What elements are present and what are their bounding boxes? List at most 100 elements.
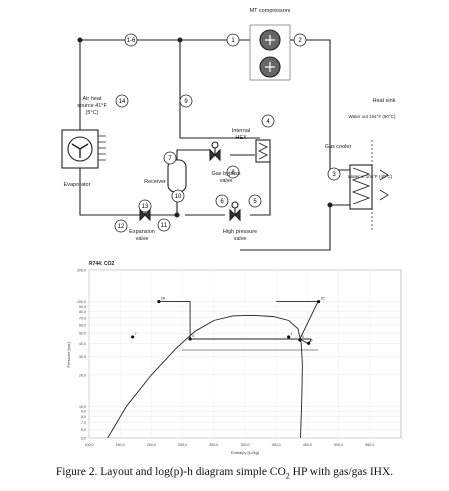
svg-text:1: 1 [231,38,235,44]
receiver-tank [167,159,187,193]
state-point-8: 8 [226,165,240,179]
chart-point [298,338,302,342]
gas-bypass-valve [209,141,221,162]
state-point-3: 3 [327,167,341,181]
state-point-1-6: 1-6 [124,33,138,47]
chart-y-tick-label: 100,0 [77,300,86,304]
svg-text:14: 14 [119,99,126,105]
label-internal-hex-2: HEX [235,135,247,141]
label-expansion-valve-2: valve [136,236,149,242]
svg-text:1-6: 1-6 [127,38,136,44]
state-point-11: 11 [157,218,171,232]
pipe-receiver-gas [176,149,211,160]
chart-point-label: 1 [291,332,293,336]
state-point-1: 1 [226,33,240,47]
label-water-in: Water in 104°F (40°C) [348,174,393,179]
chart-point [317,299,321,304]
chart-y-tick-label: 200,0 [77,269,86,273]
chart-cycle-points: 2A 2C 4 1 5 6 7 [131,297,326,345]
internal-hex [255,139,271,163]
svg-text:8: 8 [231,170,235,176]
label-internal-hex: Internal [232,128,250,134]
caption-subscript: 2 [285,471,290,481]
svg-text:9: 9 [184,99,188,105]
svg-text:5: 5 [253,199,257,205]
chart-point-label: 6 [311,338,313,342]
state-point-4: 4 [261,114,275,128]
chart-point-label: 4 [192,334,194,338]
state-point-6: 6 [215,194,229,208]
chart-x-tick-label: 300,0 [209,443,218,447]
chart-point-label: 5 [302,335,304,339]
mt-compressors [249,24,291,81]
chart-y-tick-label: 80,0 [79,310,86,314]
chart-y-tick-label: 20,0 [79,373,86,377]
chart-y-tick-label: 50,0 [79,332,86,336]
chart-title: R744: CO2 [89,261,115,267]
evaporator-coil [61,129,106,169]
label-water-out: Water out 194°F (90°C) [349,114,396,119]
chart-point [131,335,135,339]
chart-y-tick-label: 9,0 [81,410,86,414]
svg-text:12: 12 [118,224,125,230]
svg-text:2: 2 [298,38,302,44]
chart-y-tick-label: 70,0 [79,316,86,320]
chart-point [287,335,291,339]
log-ph-diagram: R744: CO2 200,0 100,090,080,0 70,0 60,0 50,0… [66,261,402,455]
label-air-heat-source: Air heat [83,96,102,102]
label-gas-cooler: Gas cooler [325,144,352,150]
chart-point-label: 2C [321,297,326,301]
state-point-12: 12 [114,219,128,233]
state-point-2: 2 [293,33,307,47]
figure-caption: Figure 2. Layout and log(p)-h diagram si… [0,466,449,480]
label-evaporator: Evaporator [64,182,91,188]
chart-x-tick-label: 400,0 [272,443,281,447]
chart-point-label: 2A [161,297,166,301]
chart-point-label: 7 [135,332,137,336]
state-point-14: 14 [115,94,129,108]
high-pressure-valve [229,201,241,222]
chart-y-tick-label: 90,0 [79,305,86,309]
pipe-gas-cooler-outlet [240,204,350,251]
svg-text:6: 6 [220,199,224,205]
chart-y-tick-label: 6,0 [81,428,86,432]
svg-text:11: 11 [161,223,168,229]
chart-point [157,299,161,304]
chart-gridlines [88,269,401,439]
chart-y-tick-label: 10,0 [79,405,86,409]
gas-cooler [349,140,389,230]
pipe-ihx-to-hp-valve [250,160,271,216]
label-mt-compressors: MT compressors [250,8,291,14]
caption-prefix: Figure 2. Layout and log(p)-h diagram si… [55,466,286,478]
chart-point [188,337,192,341]
state-point-markers: 1-6 1 2 14 9 4 7 8 3 10 6 5 13 12 11 [114,33,341,233]
chart-x-tick-label: 150,0 [116,443,125,447]
svg-text:10: 10 [175,194,182,200]
chart-x-tick-label: 350,0 [241,443,250,447]
state-point-13: 13 [138,199,152,213]
svg-text:13: 13 [142,204,149,210]
cycle-line [157,301,319,344]
schematic-labels: MT compressors Air heat source 41°F (5°C… [64,8,396,242]
svg-text:7: 7 [168,156,172,162]
label-expansion-valve: Expansion [129,229,155,235]
chart-y-tick-label: 40,0 [79,342,86,346]
pipe-suction-line [79,39,250,132]
chart-y-tick-label: 60,0 [79,323,86,327]
label-gas-bypass-valve: Gas bypass [211,171,240,177]
chart-x-tick-label: 550,0 [365,443,374,447]
state-point-9: 9 [179,94,193,108]
pipe-discharge-line [290,39,350,171]
pipe-evaporator-to-valve [79,167,140,216]
svg-text:4: 4 [266,119,270,125]
chart-y-axis-label: Pressure [bar] [66,342,71,367]
chart-y-tick-label: 5,0 [81,437,86,441]
label-gas-bypass-valve-2: valve [220,178,233,184]
label-high-pressure-valve: High pressure [223,229,257,235]
saturation-dome [107,314,303,439]
chart-x-axis-label: Enthalpy [kJ/kg] [231,450,259,455]
chart-point [307,341,311,345]
label-heat-sink: Heat sink [373,98,396,104]
label-receiver: Receiver [144,179,166,185]
